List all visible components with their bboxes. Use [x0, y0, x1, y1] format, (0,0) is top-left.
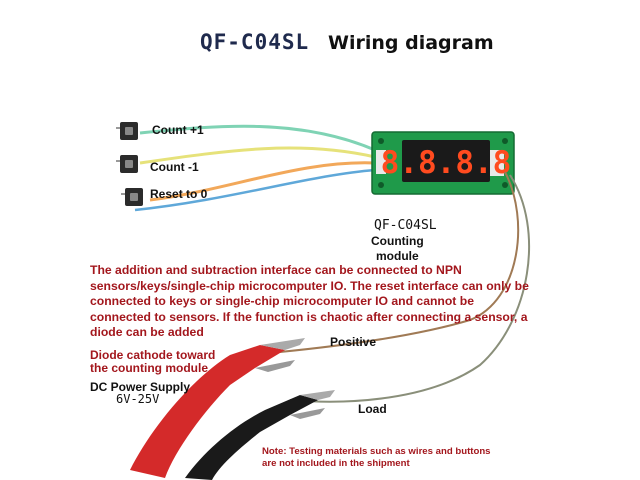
- title-model: QF-C04SL: [200, 30, 310, 54]
- wire-count-plus: [139, 124, 376, 152]
- label-count-plus: Count +1: [152, 123, 204, 137]
- button-count-plus: [116, 122, 138, 140]
- power-range: 6V-25V: [116, 392, 160, 406]
- button-count-minus: [116, 155, 138, 173]
- terminal-load: Load: [358, 402, 387, 416]
- label-reset: Reset to 0: [150, 187, 208, 201]
- diode-note-line2: the counting module: [90, 361, 208, 375]
- wire-common: [134, 168, 376, 212]
- wire-reset: [149, 161, 376, 202]
- terminal-positive: Positive: [330, 335, 377, 349]
- module-display-digits: 8.8.8.8: [381, 145, 512, 181]
- module-caption-line1: Counting: [371, 234, 424, 248]
- red-alligator-clip: [130, 338, 305, 478]
- interface-note: The addition and subtraction interface c…: [90, 263, 529, 339]
- counting-module-board: [371, 131, 515, 195]
- button-reset: [121, 188, 143, 206]
- wire-count-minus: [139, 146, 376, 165]
- module-caption-line2: module: [376, 249, 419, 263]
- label-count-minus: Count -1: [150, 160, 199, 174]
- power-label: DC Power Supply: [90, 380, 191, 394]
- shipping-note: Note: Testing materials such as wires an…: [262, 446, 491, 469]
- module-model-label: QF-C04SL: [374, 218, 437, 233]
- wire-module-to-power: [279, 171, 520, 353]
- black-alligator-clip: [185, 390, 335, 480]
- title-wiring-diagram: Wiring diagram: [328, 32, 494, 54]
- wire-load-return: [289, 174, 530, 403]
- diode-note-line1: Diode cathode toward: [90, 348, 216, 362]
